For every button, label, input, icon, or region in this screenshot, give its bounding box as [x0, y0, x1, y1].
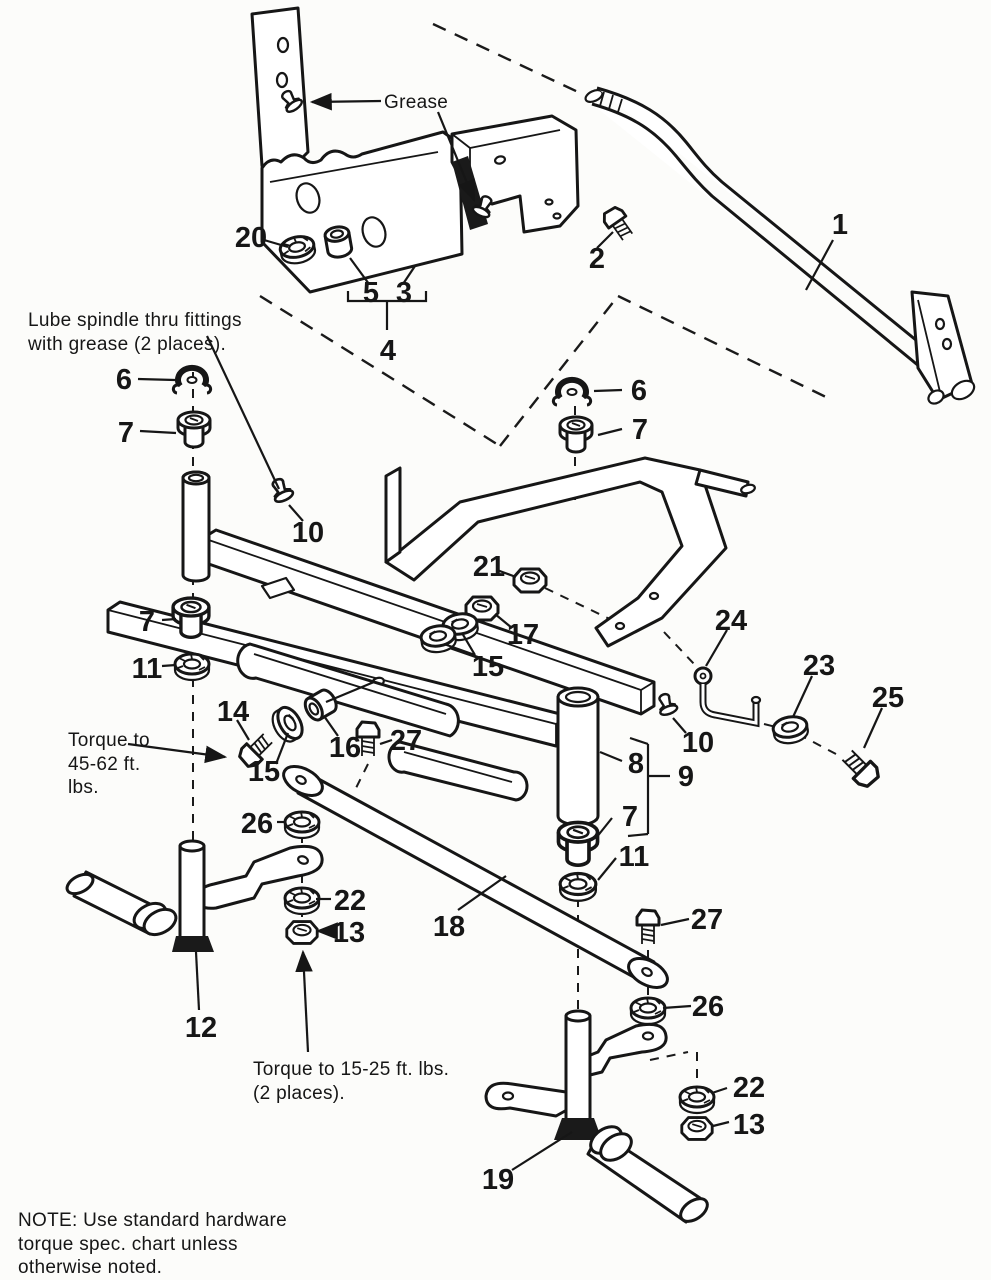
callout-7-left-top: 7: [118, 417, 134, 449]
callout-25: 25: [872, 682, 904, 714]
part-7-bushing-right-bottom: [556, 820, 600, 868]
lube-note-line1: Lube spindle thru fittings: [28, 310, 242, 331]
lube-note-line2: with grease (2 places).: [27, 334, 226, 355]
construction-dashed-lines: [192, 22, 837, 1086]
callout-4: 4: [380, 335, 396, 367]
part-22-washer-right: [678, 1085, 716, 1115]
part-26-washer-right: [629, 996, 667, 1026]
part-11-washer-left: [173, 652, 211, 682]
callout-27-right: 27: [691, 904, 723, 936]
part-15-washer-left: [266, 701, 309, 748]
hardware-note-line3: otherwise noted.: [18, 1257, 162, 1278]
part-11-washer-right: [558, 871, 598, 903]
callout-26-left: 26: [241, 808, 273, 840]
torque-front-line3: lbs.: [68, 777, 99, 798]
grease-label: Grease: [384, 92, 448, 113]
callout-17: 17: [507, 619, 539, 651]
callout-13-left: 13: [333, 917, 365, 949]
part-12-spindle-left: [65, 839, 324, 952]
part-26-washer-left: [283, 810, 321, 840]
part-7-bushing-left-top: [176, 410, 212, 449]
callout-22-left: 22: [334, 885, 366, 917]
mounting-plate: [250, 6, 310, 168]
part-18-tie-rod: [282, 765, 669, 989]
callout-11-left: 11: [132, 653, 163, 685]
callout-10-left: 10: [292, 517, 324, 549]
callout-19: 19: [482, 1164, 514, 1196]
callout-2: 2: [589, 243, 605, 275]
callout-11-right: 11: [619, 841, 650, 873]
part-13-nut-right: [680, 1116, 714, 1141]
callout-labels: 1 2 3 4 5 6 7 6 7 10 20 21 17 15 7 11 14…: [116, 209, 904, 1196]
part-10-grease-fitting-left: [266, 474, 296, 506]
part-27-bolt-right: [635, 908, 661, 946]
part-21-nut: [512, 567, 548, 594]
callout-20: 20: [235, 222, 267, 254]
part-8-spindle-sleeve: [556, 686, 600, 827]
callout-7-left-mid: 7: [139, 606, 155, 638]
callout-14: 14: [217, 696, 249, 728]
callout-23: 23: [803, 650, 835, 682]
part-7-bushing-right-top: [558, 415, 594, 454]
part-25-bolt: [836, 744, 884, 792]
part-5-spacer: [322, 223, 355, 261]
callout-7-right-top: 7: [632, 414, 648, 446]
axle-support-bracket: [260, 130, 464, 294]
callout-15-center: 15: [472, 651, 504, 683]
callout-27-left: 27: [390, 725, 422, 757]
callout-15-left: 15: [248, 756, 280, 788]
part-10-grease-fitting-right: [653, 690, 680, 718]
callout-13-right: 13: [733, 1109, 765, 1141]
hardware-note-line2: torque spec. chart unless: [18, 1234, 238, 1255]
callout-3: 3: [396, 277, 412, 309]
callout-6-right: 6: [631, 375, 647, 407]
callout-26-right: 26: [692, 991, 724, 1023]
part-6-ering-right: [553, 380, 590, 405]
callout-1: 1: [832, 209, 848, 241]
pivot-yoke: [384, 456, 756, 648]
part-2-bolt: [599, 203, 638, 245]
callout-24: 24: [715, 605, 747, 637]
callout-9: 9: [678, 761, 694, 793]
callout-12: 12: [185, 1012, 217, 1044]
torque-front-line2: 45-62 ft.: [68, 754, 140, 775]
hardware-note-line1: NOTE: Use standard hardware: [18, 1210, 287, 1231]
callout-5: 5: [363, 277, 379, 309]
part-22-washer-left: [283, 886, 321, 916]
callout-10-right: 10: [682, 727, 714, 759]
part-13-nut-left: [285, 920, 319, 945]
part-19-spindle-right: [484, 1009, 709, 1224]
callout-6-left: 6: [116, 364, 132, 396]
part-24-clip: [693, 666, 762, 728]
callout-16: 16: [329, 732, 361, 764]
steering-shaft-1: [584, 86, 976, 405]
torque-spindle-line1: Torque to 15-25 ft. lbs.: [253, 1059, 449, 1080]
callout-21: 21: [473, 551, 505, 583]
callout-7-right-bottom: 7: [622, 801, 638, 833]
channel-bracket: [450, 114, 580, 234]
callout-18: 18: [433, 911, 465, 943]
callout-8: 8: [628, 748, 644, 780]
annotations: Grease Lube spindle thru fittings with g…: [18, 92, 449, 1278]
part-23-washer: [770, 712, 812, 748]
leader-lines: [127, 92, 884, 1171]
torque-spindle-line2: (2 places).: [253, 1083, 345, 1104]
torque-front-line1: Torque to: [68, 730, 150, 751]
callout-22-right: 22: [733, 1072, 765, 1104]
